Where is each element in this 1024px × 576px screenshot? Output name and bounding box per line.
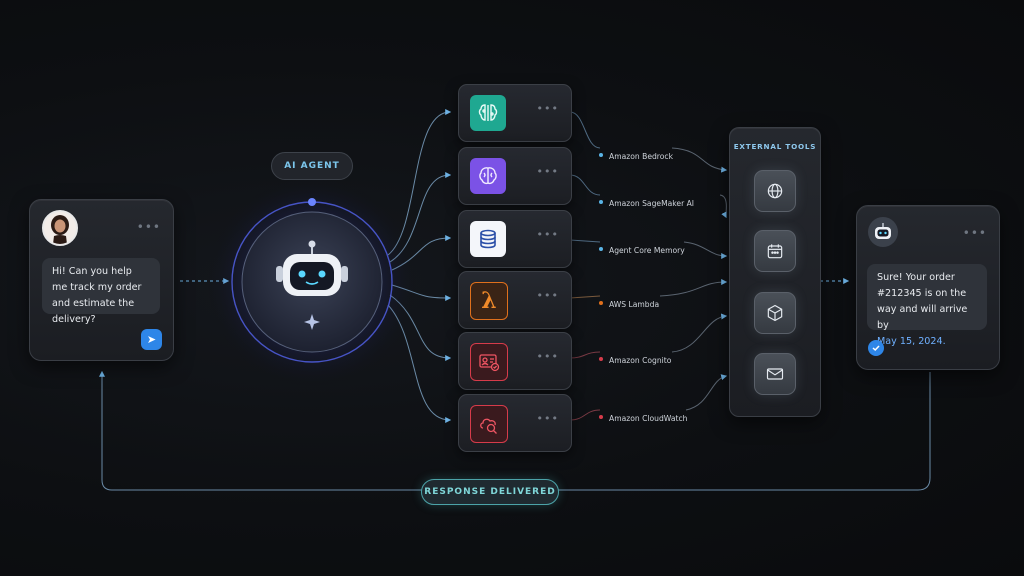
- service-card-sagemaker[interactable]: •••: [458, 147, 572, 205]
- service-label-cloudwatch: Amazon CloudWatch: [599, 406, 687, 425]
- service-card-bedrock[interactable]: •••: [458, 84, 572, 142]
- user-message-card: ••• Hi! Can you help me track my order a…: [29, 199, 174, 361]
- service-menu-icon[interactable]: •••: [536, 350, 559, 363]
- service-card-cloudwatch[interactable]: •••: [458, 394, 572, 452]
- external-tools-panel: EXTERNAL TOOLS: [729, 127, 821, 417]
- response-message-text: Sure! Your order #212345 is on the way a…: [867, 264, 987, 347]
- service-menu-icon[interactable]: •••: [536, 412, 559, 425]
- response-delivered-label: RESPONSE DELIVERED: [421, 479, 559, 505]
- robot-icon: [276, 240, 348, 296]
- service-menu-icon[interactable]: •••: [536, 289, 559, 302]
- service-label-bedrock: Amazon Bedrock: [599, 144, 673, 163]
- service-menu-icon[interactable]: •••: [536, 102, 559, 115]
- user-card-menu-icon[interactable]: •••: [136, 220, 161, 234]
- send-arrow-icon: ➤: [146, 333, 157, 346]
- status-dot: [599, 356, 603, 361]
- package-icon[interactable]: [754, 292, 796, 334]
- service-label-sagemaker: Amazon SageMaker AI: [599, 191, 694, 210]
- feedback-line-left: [99, 370, 422, 491]
- service-label-connectors: [569, 111, 601, 421]
- status-dot: [599, 152, 603, 157]
- status-dot: [599, 199, 603, 204]
- service-card-agent-core-memory[interactable]: •••: [458, 210, 572, 268]
- status-dot: [599, 414, 603, 419]
- cloud-search-icon: [470, 405, 508, 443]
- lambda-icon: λ: [470, 282, 508, 320]
- service-menu-icon[interactable]: •••: [536, 165, 559, 178]
- user-avatar: [42, 210, 78, 246]
- service-menu-icon[interactable]: •••: [536, 228, 559, 241]
- service-card-lambda[interactable]: λ •••: [458, 271, 572, 329]
- ai-agent-label: AI AGENT: [271, 152, 353, 180]
- globe-icon[interactable]: [754, 170, 796, 212]
- user-message-text: Hi! Can you help me track my order and e…: [42, 258, 160, 325]
- service-card-cognito[interactable]: •••: [458, 332, 572, 390]
- brain-icon: [470, 158, 506, 194]
- response-card-menu-icon[interactable]: •••: [962, 226, 987, 240]
- agent-ring-node: [308, 198, 316, 206]
- service-label-cognito: Amazon Cognito: [599, 348, 671, 367]
- send-button[interactable]: ➤: [141, 329, 162, 350]
- service-label-lambda: AWS Lambda: [599, 292, 659, 311]
- feedback-line-right: [558, 372, 931, 491]
- calendar-icon[interactable]: [754, 230, 796, 272]
- status-dot: [599, 300, 603, 305]
- sparkle-icon: [304, 314, 320, 330]
- external-tools-title: EXTERNAL TOOLS: [733, 142, 817, 151]
- status-dot: [599, 246, 603, 251]
- brain-circuit-icon: [470, 95, 506, 131]
- service-label-agent-core-memory: Agent Core Memory: [599, 238, 685, 257]
- response-date: May 15, 2024.: [877, 336, 946, 347]
- agent-response-card: ••• Sure! Your order #212345 is on the w…: [856, 205, 1000, 370]
- id-card-check-icon: [470, 343, 508, 381]
- check-circle-icon: [868, 340, 884, 356]
- mail-icon[interactable]: [754, 353, 796, 395]
- label-to-tools-connectors: [659, 147, 728, 411]
- bot-avatar: [868, 217, 898, 247]
- database-icon: [470, 221, 506, 257]
